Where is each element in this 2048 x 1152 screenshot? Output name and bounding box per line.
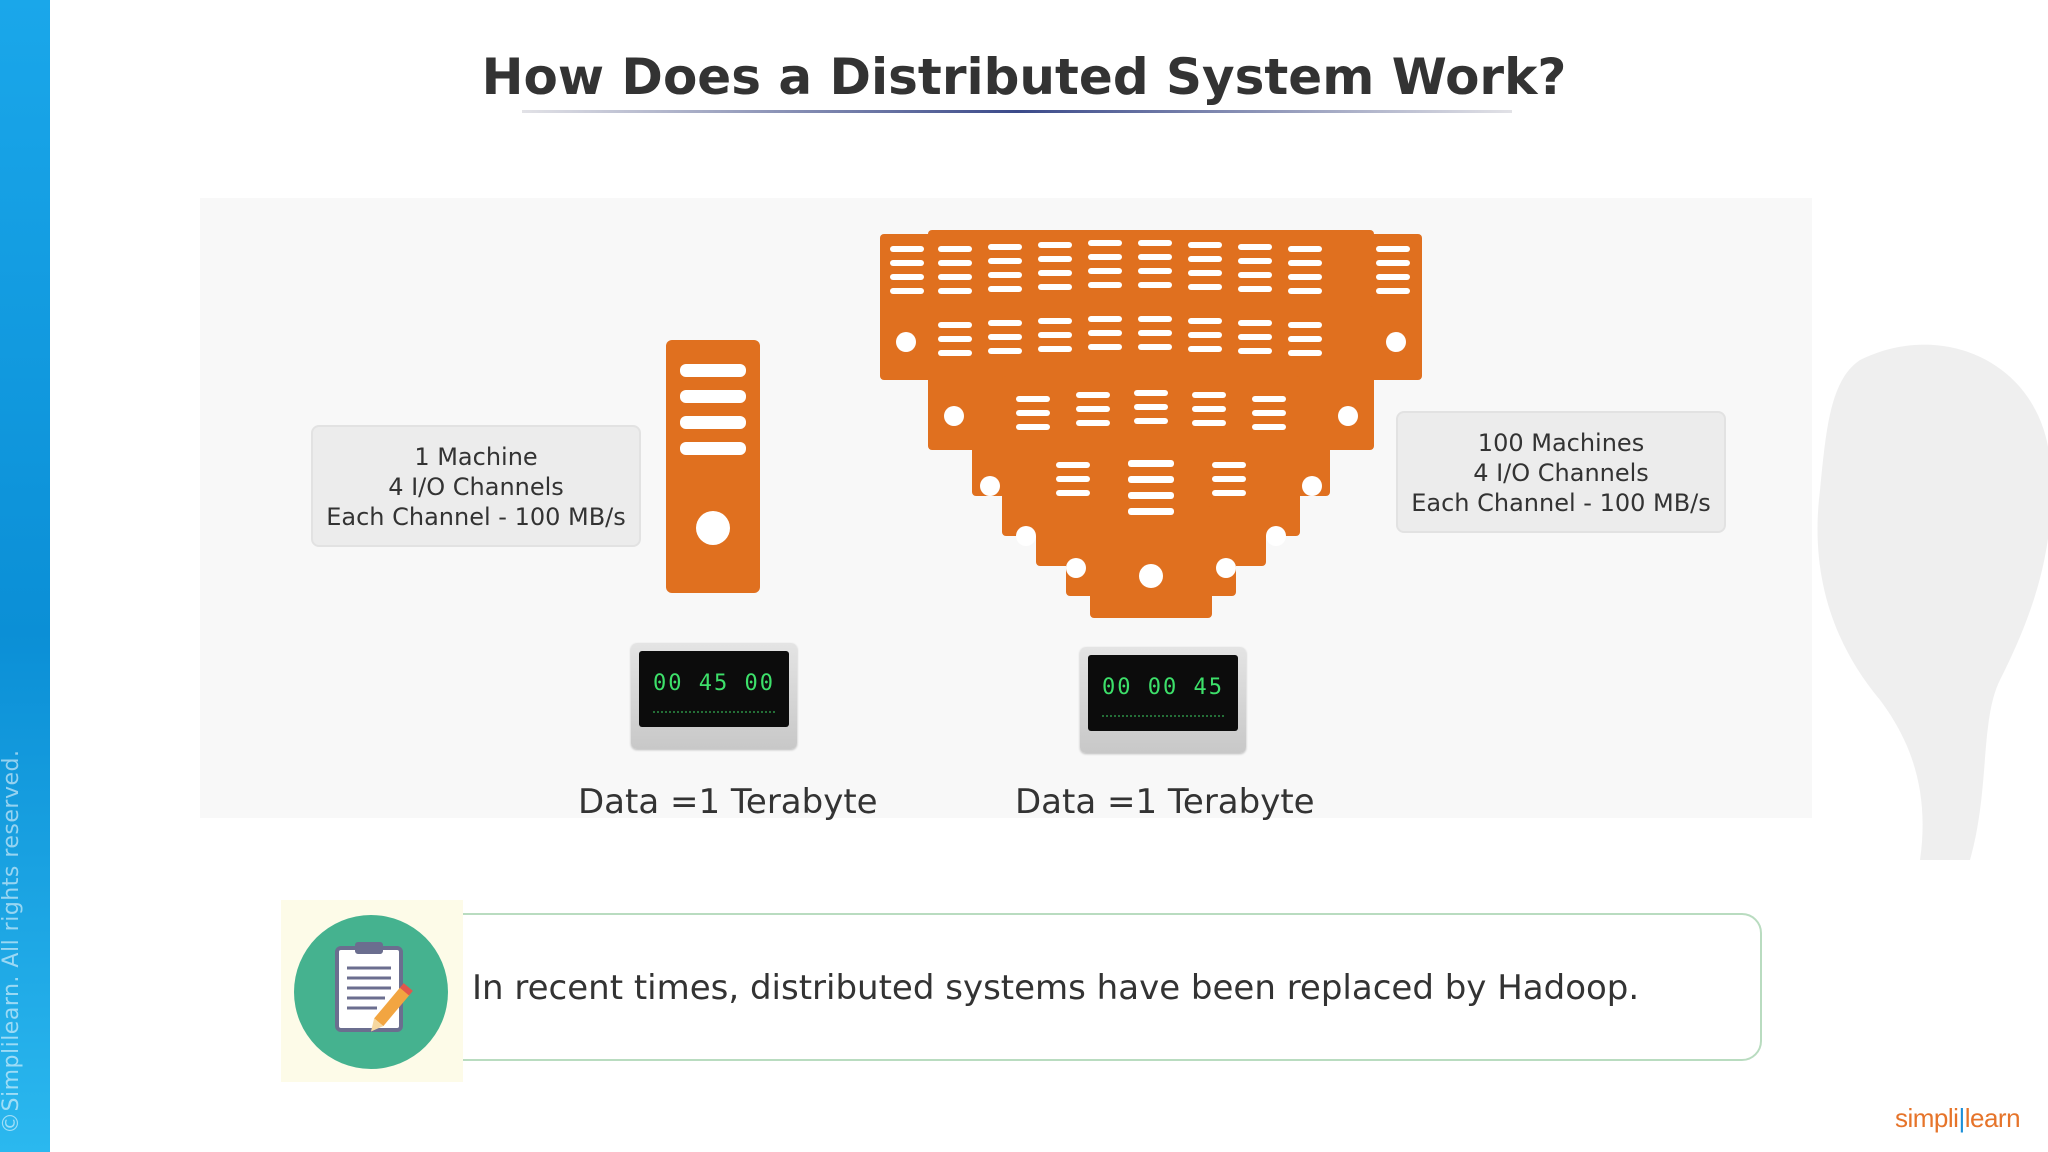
elephant-watermark-icon — [1817, 344, 2048, 860]
cluster-timer: 00 00 45 — [1080, 647, 1246, 753]
server-cluster-icon — [880, 230, 1422, 618]
timer-detail-row — [1102, 715, 1224, 723]
note-box — [440, 913, 1762, 1061]
slide-title: How Does a Distributed System Work? — [481, 48, 1567, 106]
single-machine-timer: 00 45 00 — [631, 643, 797, 749]
timer-detail-row — [653, 711, 775, 719]
cluster-throughput: Each Channel - 100 MB/s — [1411, 489, 1711, 517]
single-machine-info: 1 Machine 4 I/O Channels Each Channel - … — [311, 425, 641, 547]
cluster-machine-count: 100 Machines — [1477, 429, 1645, 457]
cluster-data-label: Data =1 Terabyte — [1015, 782, 1315, 822]
cluster-channels: 4 I/O Channels — [1473, 459, 1649, 487]
timer-screen: 00 00 45 — [1088, 655, 1238, 731]
left-accent-bar — [0, 0, 50, 1152]
title-underline — [522, 110, 1512, 113]
timer-screen: 00 45 00 — [639, 651, 789, 727]
single-machine-channels: 4 I/O Channels — [388, 473, 564, 501]
clipboard-pencil-icon — [294, 915, 448, 1069]
cluster-info: 100 Machines 4 I/O Channels Each Channel… — [1396, 411, 1726, 533]
single-machine-data-label: Data =1 Terabyte — [578, 782, 878, 822]
copyright-text: ©Simplilearn. All rights reserved. — [0, 749, 24, 1134]
brand-logo: simpli|learn — [1895, 1103, 2021, 1133]
cluster-timer-digits: 00 00 45 — [1102, 675, 1224, 700]
single-machine-count: 1 Machine — [414, 443, 538, 471]
note-text: In recent times, distributed systems hav… — [472, 968, 1640, 1008]
single-machine-throughput: Each Channel - 100 MB/s — [326, 503, 626, 531]
single-machine-timer-digits: 00 45 00 — [653, 671, 775, 696]
single-server-icon — [666, 340, 760, 593]
